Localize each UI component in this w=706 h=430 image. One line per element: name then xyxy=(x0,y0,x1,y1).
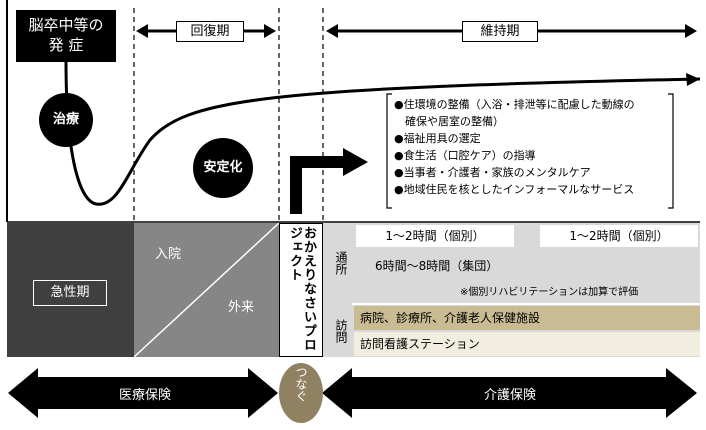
nursing-station-row: 訪問看護ステーション xyxy=(354,332,700,356)
medical-insurance-arrow xyxy=(8,368,278,418)
acute-panel xyxy=(7,223,134,357)
services-divider xyxy=(352,303,700,305)
bullet-item: ●当事者・介護者・家族のメンタルケア xyxy=(394,166,591,179)
bent-arrow xyxy=(290,156,345,214)
bullet-item: ●地域住民を核としたインフォーマルなサービス xyxy=(394,183,635,196)
stable-circle: 安定化 xyxy=(193,138,253,198)
recovery-arrow-right xyxy=(264,24,276,38)
day-service-label: 通所 xyxy=(334,251,348,275)
inpatient-label: 入院 xyxy=(155,247,182,262)
recovery-arrow-left xyxy=(136,24,148,38)
inpatient-outpatient-divider xyxy=(134,223,279,357)
home-visit-label: 訪問 xyxy=(334,319,348,343)
insurance-arrows xyxy=(8,363,697,423)
bullet-item: ●福祉用具の選定 xyxy=(394,132,481,145)
curve-arrowhead xyxy=(686,73,700,86)
project-panel xyxy=(279,223,323,357)
maintenance-arrow-left xyxy=(326,24,338,38)
group-session: 6時間〜8時間（集団） xyxy=(375,259,499,273)
bullet-item: ●住環境の整備（入浴・排泄等に配慮した動線の xyxy=(394,98,635,111)
individual-session-2: 1〜2時間（個別） xyxy=(540,225,698,247)
care-insurance-arrow xyxy=(322,368,697,418)
treatment-circle: 治療 xyxy=(39,93,93,147)
recovery-phase-label: 回復期 xyxy=(176,21,244,42)
maintenance-phase-label: 維持期 xyxy=(462,21,538,42)
care-insurance-label: 介護保険 xyxy=(483,388,536,403)
bent-arrowhead xyxy=(343,148,368,176)
onset-line1: 脳卒中等の xyxy=(28,16,104,34)
acute-label: 急性期 xyxy=(33,280,107,306)
recovery-curve xyxy=(64,61,701,206)
bullet-item: ●食生活（口腔ケア）の指導 xyxy=(394,149,536,162)
onset-line2: 発 症 xyxy=(48,36,84,54)
medical-insurance-label: 医療保険 xyxy=(118,388,171,403)
connect-label: つなぐ xyxy=(294,366,308,402)
project-label: おかえりなさいプロジェクト xyxy=(287,226,316,352)
outpatient-label: 外来 xyxy=(228,300,255,315)
onset-box: 脳卒中等の 発 症 xyxy=(16,10,116,62)
facilities-row: 病院、診療所、介護老人保健施設 xyxy=(354,306,700,330)
addition-note: ※個別リハビリテーションは加算で評価 xyxy=(460,287,639,298)
maintenance-arrow-right xyxy=(685,24,697,38)
individual-session-1: 1〜2時間（個別） xyxy=(356,225,514,247)
bullet-item: 確保や居室の整備） xyxy=(394,115,504,128)
support-bullet-list: ●住環境の整備（入浴・排泄等に配慮した動線の 確保や居室の整備） ●福祉用具の選… xyxy=(394,96,649,198)
connect-oval xyxy=(279,363,323,423)
